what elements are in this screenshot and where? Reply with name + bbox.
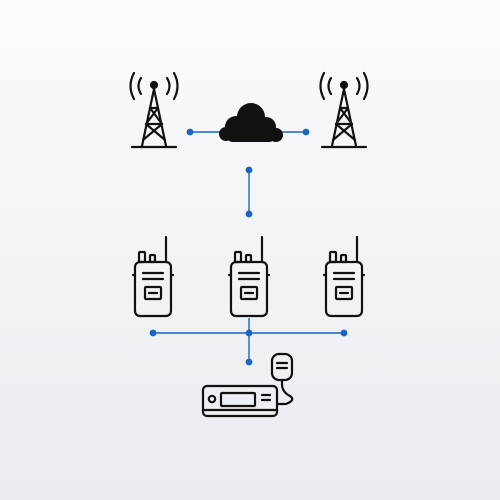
connector-dot (245, 210, 253, 218)
connector-dot (245, 166, 253, 174)
handheld-radio-icon (227, 235, 271, 318)
connector-dot (340, 329, 348, 337)
connector-dots (149, 128, 348, 366)
radio-tower-icon (129, 71, 179, 149)
handheld-radio-icon (322, 235, 366, 318)
connectors (153, 131, 344, 362)
connector-dot (245, 358, 253, 366)
connector-dot (245, 329, 253, 337)
connector-dot (186, 128, 194, 136)
connector-dot (149, 329, 157, 337)
radio-tower-icon (319, 71, 369, 149)
cloud-icon (219, 103, 283, 142)
handheld-radio-icon (131, 235, 175, 318)
connector-dot (302, 128, 310, 136)
mobile-radio-with-microphone-icon (201, 352, 294, 418)
